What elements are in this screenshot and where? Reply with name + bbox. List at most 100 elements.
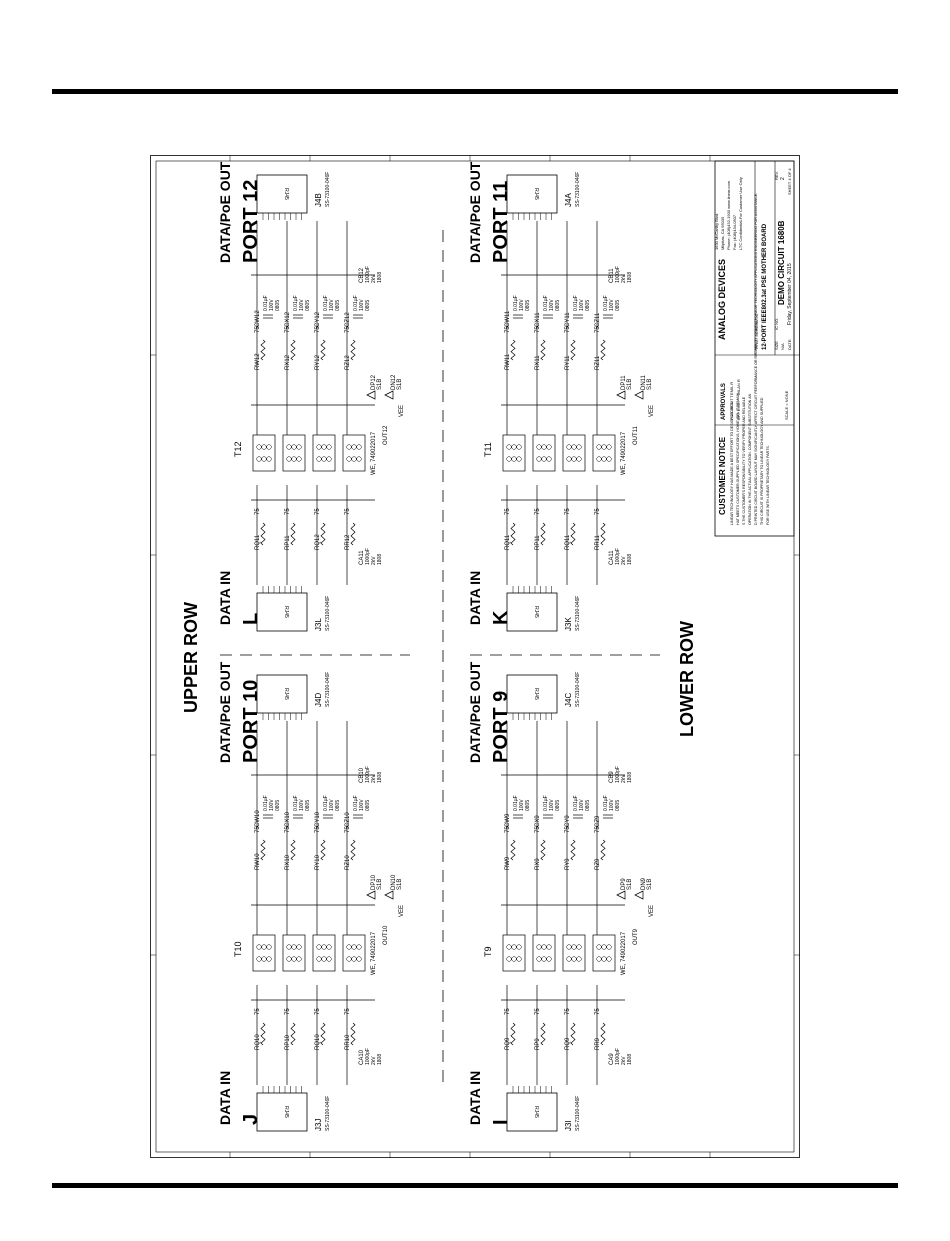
- output-cap-value: 0.01µF: [513, 795, 519, 811]
- output-resistor-ref: RW9: [505, 856, 511, 870]
- output-resistor-ref: RX12: [285, 354, 291, 370]
- jack-label: RJ45: [283, 688, 289, 700]
- winding-secondary: [291, 456, 297, 462]
- output-resistor: [350, 339, 356, 361]
- bias-cap-ref: CA9: [609, 1053, 615, 1065]
- output-cap-ref: CX10: [285, 811, 291, 827]
- confidential-notice: LTC Confidential-For Customer Use Only: [738, 177, 743, 250]
- output-cap-ref: CY11: [565, 312, 571, 327]
- input-resistor-ref: RR11: [595, 534, 601, 550]
- output-jack-part: SS-73100-046F: [325, 172, 331, 207]
- winding-primary: [351, 444, 357, 450]
- winding-primary: [506, 444, 512, 450]
- bias-cap-volt: 2kV: [621, 1056, 627, 1065]
- input-resistor-ref: RP11: [285, 535, 291, 550]
- winding-secondary: [266, 456, 272, 462]
- output-resistor-ref: RY12: [315, 354, 321, 370]
- output-cap-volt: 100V: [359, 299, 365, 311]
- winding-secondary: [321, 456, 327, 462]
- winding-secondary: [316, 956, 322, 962]
- winding-primary: [516, 944, 522, 950]
- bias-cap-value: 1000pF: [615, 1048, 621, 1065]
- winding-primary: [326, 444, 332, 450]
- output-resistor-ref: RX9: [535, 858, 541, 870]
- company-logo: ANALOG DEVICES: [717, 259, 727, 340]
- transformer-ref: T10: [233, 941, 243, 957]
- input-resistor: [290, 522, 296, 546]
- notice-text: HAT MEETS CUSTOMER-SUPPLIED SPECIFICATIO…: [736, 393, 740, 525]
- output-cap-pkg: 0805: [365, 300, 371, 311]
- title-block-box: [714, 160, 795, 537]
- winding-primary: [316, 444, 322, 450]
- output-cap-value: 0.01µF: [353, 795, 359, 811]
- rev-value: 2: [780, 177, 786, 180]
- output-jack-p12: [256, 174, 308, 214]
- notice-text: OPERATION IN THE ACTUAL APPLICATION. COM…: [748, 393, 752, 525]
- size-value: N/A: [780, 343, 785, 350]
- output-jack-p10: [256, 674, 308, 714]
- out-cap-pkg: 1808: [627, 772, 633, 783]
- output-resistor: [510, 839, 516, 861]
- output-cap-ref: CY10: [315, 811, 321, 827]
- diode-n-ref: DN9: [641, 877, 647, 890]
- bias-cap-volt: 2kV: [621, 556, 627, 565]
- input-resistor-value: 75: [535, 1008, 541, 1015]
- winding-primary: [321, 444, 327, 450]
- ic-label: IC NO.: [774, 318, 779, 330]
- input-resistor-ref: RP9: [535, 1038, 541, 1050]
- sheet-number: SHEET 4 OF 4: [787, 168, 792, 195]
- scale-label: SCALE = NONE: [784, 390, 789, 420]
- output-resistor-ref: RZ10: [345, 855, 351, 870]
- output-resistor-value: 75: [345, 326, 351, 333]
- transformer-channel: [252, 434, 276, 472]
- input-resistor: [540, 522, 546, 546]
- port-title: PORT 9: [490, 691, 512, 763]
- out-cap-pkg: 1808: [377, 272, 383, 283]
- output-cap-pkg: 0805: [585, 800, 591, 811]
- winding-secondary: [296, 456, 302, 462]
- output-cap-ref: CZ10: [345, 812, 351, 827]
- notice-text: D PRINTED CIRCUIT BOARD LAYOUT MAY SIGNI…: [754, 193, 758, 525]
- bias-cap-ref: CA11: [359, 550, 365, 565]
- winding-primary: [346, 444, 352, 450]
- diode-p-ref: DP10: [371, 874, 377, 890]
- winding-primary: [596, 444, 602, 450]
- winding-primary: [296, 944, 302, 950]
- output-resistor-ref: RW10: [255, 853, 261, 870]
- app-eng-label: APP ENG.: [736, 401, 741, 420]
- output-resistor-value: 75: [595, 826, 601, 833]
- input-resistor: [320, 522, 326, 546]
- winding-secondary: [346, 956, 352, 962]
- transformer-channel: [252, 934, 276, 972]
- winding-secondary: [606, 956, 612, 962]
- output-cap-pkg: 0805: [365, 800, 371, 811]
- winding-primary: [351, 944, 357, 950]
- out-net: OUT12: [383, 425, 389, 445]
- winding-secondary: [346, 456, 352, 462]
- out-cap-ref: CB10: [359, 767, 365, 783]
- output-cap-volt: 100V: [579, 299, 585, 311]
- winding-primary: [506, 944, 512, 950]
- winding-primary: [261, 444, 267, 450]
- out-cap-volt: 2kV: [371, 774, 377, 783]
- output-resistor-value: 75: [315, 326, 321, 333]
- data-in-title: DATA IN: [467, 571, 483, 625]
- winding-secondary: [256, 956, 262, 962]
- app-eng-name: DILAN R: [736, 379, 741, 395]
- output-cap-volt: 100V: [609, 299, 615, 311]
- transformer-part: WE, 749022017: [621, 431, 627, 475]
- output-resistor: [570, 339, 576, 361]
- winding-secondary: [596, 456, 602, 462]
- bias-cap-ref: CA10: [359, 1049, 365, 1065]
- transformer-channel: [282, 434, 306, 472]
- input-resistor-ref: RP11: [535, 535, 541, 550]
- winding-secondary: [351, 956, 357, 962]
- winding-primary: [321, 944, 327, 950]
- input-jack-ref: J3L: [314, 618, 323, 631]
- winding-secondary: [571, 456, 577, 462]
- diode-n-part: S1B: [647, 879, 653, 890]
